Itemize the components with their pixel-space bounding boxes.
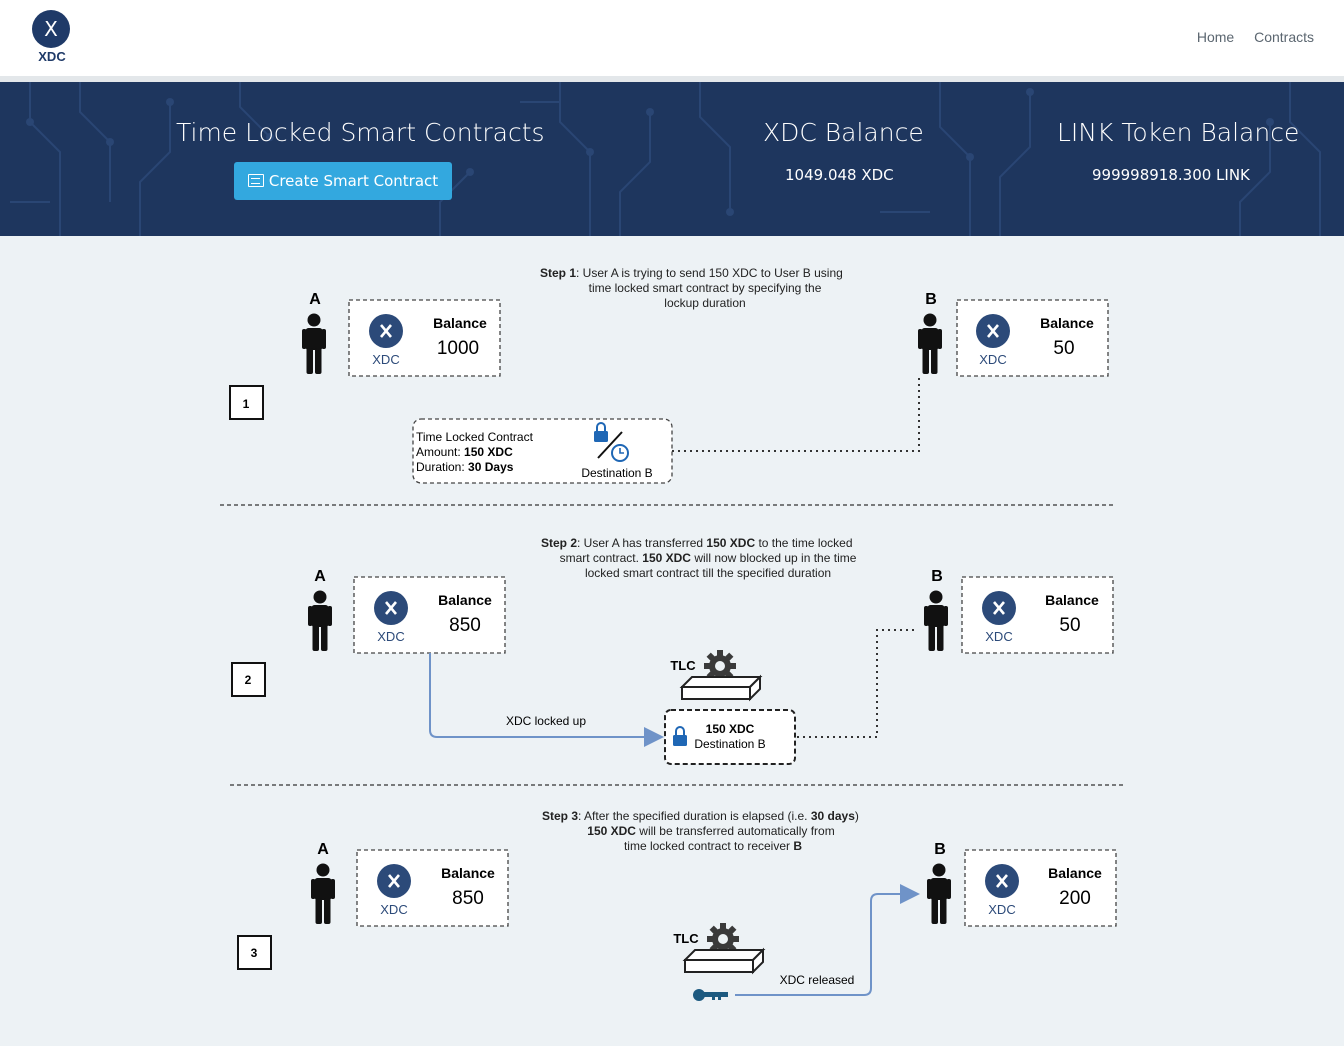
step-number: 1 (243, 397, 250, 411)
user-a-person-icon (308, 590, 332, 651)
step-number-box (231, 662, 266, 697)
dotted-connector (797, 629, 915, 738)
tlc-label: TLC (673, 931, 699, 946)
time-lock-flow-diagram: Step 1: User A is trying to send 150 XDC… (220, 266, 1126, 1001)
tlc-label: TLC (670, 658, 696, 673)
xdc-locked-up-label: XDC locked up (506, 714, 586, 728)
tlc-platform-icon (681, 676, 761, 700)
step3-a-balance-label: Balance (441, 865, 495, 881)
xdc-coin-icon (372, 589, 410, 627)
xdc-logo-text: XDC (38, 49, 66, 64)
xdc-coin-label: XDC (380, 902, 407, 917)
xdc-released-label: XDC released (780, 973, 855, 987)
xdc-logo[interactable]: X XDC (30, 10, 74, 66)
step-number-box (237, 935, 272, 970)
step1-caption-line3: lockup duration (664, 296, 745, 310)
user-b-person-icon (927, 863, 951, 924)
contract-title: Time Locked Contract (416, 430, 534, 444)
nav-links: Home Contracts (1181, 29, 1314, 45)
locked-contract-box (664, 709, 796, 765)
xdc-coin-label: XDC (979, 352, 1006, 367)
step2-user-a-label: A (314, 568, 326, 585)
step2-b-balance-label: Balance (1045, 592, 1099, 608)
locked-destination: Destination B (694, 737, 765, 751)
step1-caption: Step 1: User A is trying to send 150 XDC… (540, 266, 843, 280)
user-a-person-icon (302, 313, 326, 374)
step1-user-a-label: A (309, 291, 321, 308)
key-icon (693, 989, 728, 1001)
step1-caption-line2: time locked smart contract by specifying… (589, 281, 822, 295)
step2-user-b-label: B (931, 568, 943, 585)
header-divider (0, 76, 1344, 82)
tlc-platform-icon (684, 949, 764, 973)
xdc-coin-label: XDC (985, 629, 1012, 644)
released-arrow (735, 884, 920, 996)
step-1: Step 1: User A is trying to send 150 XDC… (220, 266, 1116, 506)
create-smart-contract-button[interactable]: Create Smart Contract (234, 162, 452, 200)
locked-amount: 150 XDC (706, 722, 755, 736)
lock-timer-icon (593, 422, 629, 462)
xdc-coin-label: XDC (372, 352, 399, 367)
xdc-logo-icon: X (32, 10, 70, 48)
xdc-balance-value: 1049.048 XDC (785, 166, 894, 184)
xdc-coin-label: XDC (988, 902, 1015, 917)
step2-a-balance-label: Balance (438, 592, 492, 608)
user-b-person-icon (924, 590, 948, 651)
xdc-coin-icon (974, 312, 1012, 350)
step1-a-balance-label: Balance (433, 315, 487, 331)
step2-a-balance-value: 850 (449, 615, 481, 636)
nav-home-link[interactable]: Home (1196, 29, 1235, 45)
step1-b-balance-value: 50 (1053, 338, 1074, 359)
contract-icon (247, 174, 264, 187)
step3-b-balance-label: Balance (1048, 865, 1102, 881)
step1-b-balance-label: Balance (1040, 315, 1094, 331)
step-2: Step 2: User A has transferred 150 XDC t… (230, 536, 1126, 786)
step1-a-balance-value: 1000 (437, 338, 479, 359)
create-smart-contract-label: Create Smart Contract (268, 172, 439, 190)
locked-up-arrow (429, 653, 664, 747)
page-title: Time Locked Smart Contracts (176, 118, 545, 147)
contract-amount: Amount: 150 XDC (416, 445, 513, 459)
circuit-background-pattern (10, 82, 1321, 236)
step3-caption-line3: time locked contract to receiver B (624, 839, 802, 853)
xdc-coin-icon (367, 312, 405, 350)
step1-user-b-label: B (925, 291, 937, 308)
step3-b-balance-value: 200 (1059, 888, 1091, 909)
step2-caption-line2: smart contract. 150 XDC will now blocked… (560, 551, 857, 565)
step3-caption: Step 3: After the specified duration is … (542, 809, 859, 823)
step3-caption-line2: 150 XDC will be transferred automaticall… (587, 824, 834, 838)
step1-b-balance-box (956, 299, 1109, 377)
step2-caption: Step 2: User A has transferred 150 XDC t… (541, 536, 853, 550)
xdc-coin-icon (375, 862, 413, 900)
link-balance-title: LINK Token Balance (1057, 118, 1300, 147)
xdc-balance-title: XDC Balance (763, 118, 924, 147)
step-number: 3 (251, 946, 258, 960)
step3-user-b-label: B (934, 841, 946, 858)
step3-a-balance-value: 850 (452, 888, 484, 909)
link-balance-value: 999998918.300 LINK (1092, 166, 1250, 184)
dotted-connector (672, 376, 920, 452)
step3-user-a-label: A (317, 841, 329, 858)
nav-contracts-link[interactable]: Contracts (1254, 29, 1314, 45)
step-3: Step 3: After the specified duration is … (237, 809, 1117, 1001)
step-number-box (229, 385, 264, 420)
navbar: X XDC Home Contracts (0, 0, 1344, 76)
contract-duration: Duration: 30 Days (416, 460, 514, 474)
xdc-coin-icon (980, 589, 1018, 627)
user-a-person-icon (311, 863, 335, 924)
step2-b-balance-value: 50 (1059, 615, 1080, 636)
contract-destination: Destination B (581, 466, 652, 480)
step2-caption-line3: locked smart contract till the specified… (585, 566, 831, 580)
xdc-coin-label: XDC (377, 629, 404, 644)
hero-banner: Time Locked Smart Contracts Create Smart… (0, 82, 1344, 236)
step-number: 2 (245, 673, 252, 687)
xdc-coin-icon (983, 862, 1021, 900)
user-b-person-icon (918, 313, 942, 374)
